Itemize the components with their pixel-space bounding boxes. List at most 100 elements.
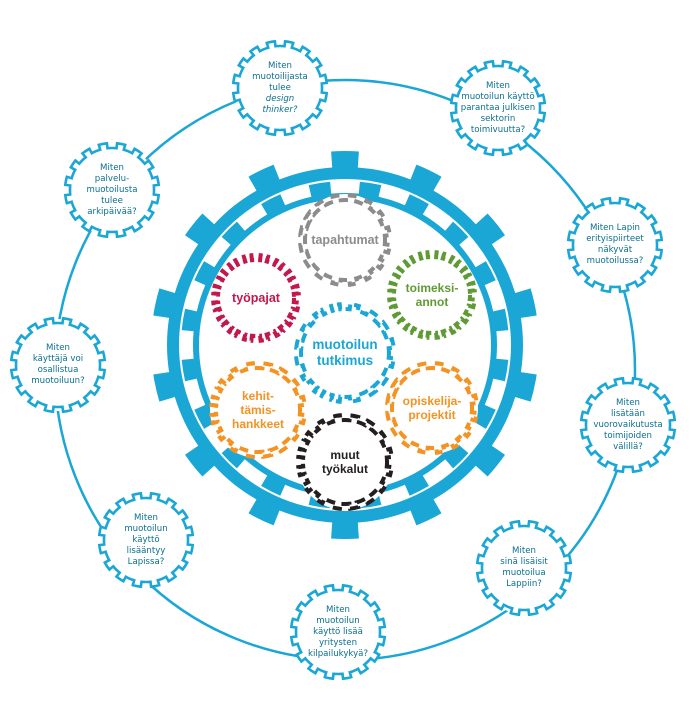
question-line: Miten xyxy=(46,343,70,353)
question-line: välillä? xyxy=(613,441,643,452)
question-line: Lappiin? xyxy=(506,579,542,589)
tyopajat-label: työpajat xyxy=(232,290,280,305)
question-italic-line: thinker? xyxy=(262,104,298,115)
question-line: muotoilussa? xyxy=(586,256,644,266)
question-gear-bg xyxy=(292,586,384,678)
question-italic-line: design xyxy=(265,93,295,104)
kehittamishankkeet-gear-icon xyxy=(209,361,307,459)
question-line: toimijoiden xyxy=(603,430,652,441)
tapahtumat-label: tapahtumat xyxy=(311,232,379,247)
question-gear-kayttaja-osallistuu xyxy=(9,316,107,414)
question-line: Miten xyxy=(134,512,158,523)
muut-tyokalut-gear xyxy=(296,413,394,511)
tapahtumat-gear xyxy=(298,193,392,287)
question-line: thinker? xyxy=(252,105,308,116)
question-gear-bg xyxy=(582,379,674,471)
question-line: muotoiluun? xyxy=(31,376,85,386)
question-line: muotoilun käyttö xyxy=(461,91,535,102)
question-gear-bg xyxy=(66,144,158,236)
question-line: lisääntyy xyxy=(126,545,166,556)
question-line: käyttö lisää xyxy=(313,626,363,637)
question-line: muotoilijasta xyxy=(252,71,308,82)
question-gear-icon xyxy=(9,316,107,414)
question-line: erityispiirteet xyxy=(586,234,644,244)
question-gear-icon xyxy=(475,519,573,617)
question-gear-icon xyxy=(566,196,664,294)
question-gear-lisaantyy-lapissa xyxy=(97,491,195,589)
question-gear-bg xyxy=(12,319,104,411)
center-gear-label: muotoilun tutkimus xyxy=(312,337,378,368)
question-gear-bg xyxy=(100,494,192,586)
kehittamishankkeet-gear xyxy=(209,361,307,459)
question-gear-julkinen-sektori xyxy=(449,59,547,157)
question-gear-bg xyxy=(569,199,661,291)
question-line: muotoilua xyxy=(502,568,546,578)
toimeksiannot-gear-icon xyxy=(387,250,477,340)
question-gear-icon xyxy=(579,376,677,474)
question-line: Miten xyxy=(486,80,510,91)
toimeksiannot-label: toimeksi- annot xyxy=(405,280,459,309)
question-line: Miten xyxy=(512,546,536,556)
question-line: design xyxy=(252,94,308,105)
question-line: sinä lisäisit xyxy=(500,557,548,567)
question-line: käyttäjä voi xyxy=(32,354,84,364)
tyopajat-gear-bg xyxy=(212,254,300,342)
question-gear-lapin-erityispiirteet xyxy=(566,196,664,294)
question-line: parantaa julkisen xyxy=(460,102,536,113)
question-gear-sina-lisaisit xyxy=(475,519,573,617)
opiskelijaprojektit-gear-icon xyxy=(385,361,479,455)
question-line: tulee xyxy=(101,195,123,206)
question-line: Miten Lapin xyxy=(590,223,640,233)
opiskelijaprojektit-gear xyxy=(385,361,479,455)
muut-tyokalut-gear-icon xyxy=(296,413,394,511)
question-gear-design-thinker xyxy=(231,39,329,137)
question-gear-icon xyxy=(63,141,161,239)
question-line: vuorovaikutusta xyxy=(593,419,663,430)
tyopajat-gear-icon xyxy=(211,253,301,343)
question-line: tulee xyxy=(269,82,291,93)
question-gear-icon xyxy=(289,583,387,681)
question-gear-bg xyxy=(452,62,544,154)
question-line: palvelu- xyxy=(94,173,130,184)
tapahtumat-gear-icon xyxy=(298,193,392,287)
question-gear-icon xyxy=(231,39,329,137)
question-gear-bg xyxy=(478,522,570,614)
question-line: muotoilusta xyxy=(86,184,138,195)
kehittamishankkeet-label: kehit- tämis- hankkeet xyxy=(231,388,285,432)
question-line: kilpailukykyä? xyxy=(307,648,369,659)
question-gear-bg xyxy=(234,42,326,134)
kehittamishankkeet-gear-bg xyxy=(210,362,306,458)
question-line: lisätään xyxy=(611,408,645,419)
question-line: näkyvät xyxy=(597,245,633,255)
toimeksiannot-gear-bg xyxy=(388,251,476,339)
question-gear-kilpailukyky xyxy=(289,583,387,681)
question-line: arkipäivää? xyxy=(87,206,137,217)
center-gear xyxy=(294,302,396,404)
question-line: Lapissa? xyxy=(127,556,165,567)
tapahtumat-gear-bg xyxy=(299,194,391,286)
toimeksiannot-gear xyxy=(387,250,477,340)
muut-tyokalut-label: muut työkalut xyxy=(321,447,368,476)
muut-tyokalut-gear-bg xyxy=(297,414,393,510)
question-line: Miten xyxy=(326,604,350,615)
question-line: Miten xyxy=(268,60,292,71)
question-line: Miten xyxy=(616,397,640,408)
